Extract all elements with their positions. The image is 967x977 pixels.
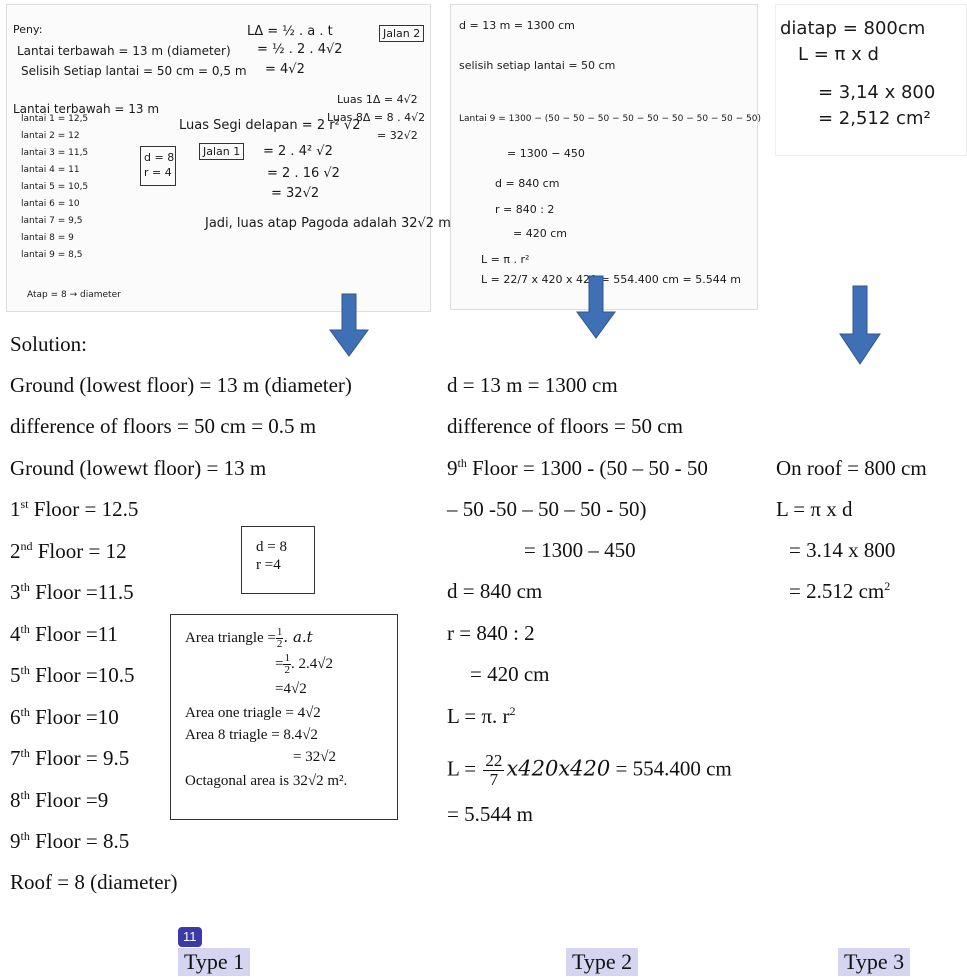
t3-calc: = 3.14 x 800 <box>789 538 896 562</box>
floor-line: 7th Floor = 9.5 <box>10 746 130 770</box>
t2-L-a: L = π. r2 <box>447 704 516 728</box>
t2-ninth-floor: 9th Floor = 1300 - (50 – 50 - 50 <box>447 456 708 480</box>
handwritten-segi-4: = 32√2 <box>271 186 320 201</box>
handwritten-r: r = 4 <box>144 166 172 179</box>
handwritten-segi-3: = 2 . 16 √2 <box>267 166 340 181</box>
t3-L: L = π x d <box>776 497 853 521</box>
difference-floors: difference of floors = 50 cm = 0.5 m <box>10 414 317 438</box>
handwritten-line: = 1300 − 450 <box>507 147 585 160</box>
handwritten-line: diatap = 800cm <box>780 18 926 39</box>
handwritten-line: lantai 8 = 9 <box>21 233 74 243</box>
dr-box: d = 8 r =4 <box>241 526 315 594</box>
t2-calc: = 1300 – 450 <box>524 538 636 562</box>
handwritten-line: Selisih Setiap lantai = 50 cm = 0,5 m <box>21 64 247 78</box>
down-arrow-icon <box>839 285 881 365</box>
handwritten-formula-3: = 4√2 <box>265 62 305 77</box>
handwritten-segi-2: = 2 . 4² √2 <box>263 144 333 159</box>
handwritten-line: Lantai terbawah = 13 m (diameter) <box>17 44 231 58</box>
handwritten-line: lantai 1 = 12,5 <box>21 114 89 124</box>
t2-r2: = 420 cm <box>470 662 550 686</box>
area-line-4: Area one triagle = 4√2 <box>185 705 321 721</box>
type3-label: Type 3 <box>838 948 911 976</box>
t3-roof: On roof = 800 cm <box>776 456 927 480</box>
area-line-3: =4√2 <box>275 681 307 697</box>
t2-difference: difference of floors = 50 cm <box>447 414 683 438</box>
handwritten-photo-type3: diatap = 800cm L = π x d = 3,14 x 800 = 2,5… <box>775 4 967 156</box>
floor-line: 3th Floor =11.5 <box>10 580 134 604</box>
t2-ninth-cont: – 50 -50 – 50 – 50 - 50) <box>447 497 647 521</box>
handwritten-line: Peny: <box>13 23 43 36</box>
handwritten-jalan1: Jalan 1 <box>199 143 245 160</box>
t2-r: r = 840 : 2 <box>447 621 535 645</box>
handwritten-line: lantai 3 = 11,5 <box>21 148 89 158</box>
handwritten-photo-type1: Peny: Lantai terbawah = 13 m (diameter) Se… <box>6 4 456 312</box>
t3-res: = 2.512 cm2 <box>789 579 891 603</box>
handwritten-line: L = 22/7 x 420 x 420 = 554.400 cm = 5.54… <box>481 273 741 286</box>
t2-d: d = 13 m = 1300 cm <box>447 373 618 397</box>
handwritten-luas-3: = 32√2 <box>377 129 418 142</box>
dr-box-r: r =4 <box>256 557 281 573</box>
handwritten-dr-box <box>140 146 176 186</box>
handwritten-photo-type2: d = 13 m = 1300 cm selisih setiap lantai … <box>450 4 761 310</box>
floor-line: 9th Floor = 8.5 <box>10 829 130 853</box>
floor-line: 1st Floor = 12.5 <box>10 497 139 521</box>
dr-box-d: d = 8 <box>256 539 287 555</box>
handwritten-luas-1: Luas 1Δ = 4√2 <box>337 93 418 106</box>
area-line-7: Octagonal area is 32√2 m². <box>185 773 348 789</box>
type1-label: Type 1 <box>178 948 251 976</box>
handwritten-line: d = 13 m = 1300 cm <box>459 19 575 32</box>
handwritten-line: = 2,512 cm² <box>818 108 931 129</box>
ground-floor: Ground (lowewt floor) = 13 m <box>10 456 267 480</box>
down-arrow-icon <box>576 275 616 339</box>
floor-line: 5th Floor =10.5 <box>10 663 135 687</box>
handwritten-line: Lantai terbawah = 13 m <box>13 102 160 116</box>
handwritten-d: d = 8 <box>144 151 175 164</box>
floor-line: 2nd Floor = 12 <box>10 538 127 563</box>
handwritten-line: lantai 7 = 9,5 <box>21 216 83 226</box>
floor-line: 6th Floor =10 <box>10 704 119 729</box>
area-line-5: Area 8 triagle = 8.4√2 <box>185 727 318 743</box>
handwritten-line: d = 840 cm <box>495 177 560 190</box>
handwritten-line: lantai 9 = 8,5 <box>21 250 83 260</box>
down-arrow-icon <box>329 293 369 357</box>
handwritten-formula-2: = ½ . 2 . 4√2 <box>257 42 343 57</box>
type2-label: Type 2 <box>566 948 639 976</box>
handwritten-line: = 3,14 x 800 <box>818 82 936 103</box>
handwritten-line: L = π . r² <box>481 253 530 266</box>
handwritten-line: Lantai 9 = 1300 − (50 − 50 − 50 − 50 − 5… <box>459 114 761 124</box>
handwritten-formula-1: LΔ = ½ . a . t <box>247 24 333 39</box>
area-line-6: = 32√2 <box>293 749 336 765</box>
handwritten-line: lantai 5 = 10,5 <box>21 182 89 192</box>
page-badge: 11 <box>178 927 202 947</box>
handwritten-conclusion: Jadi, luas atap Pagoda adalah 32√2 m² <box>205 216 457 231</box>
solution-heading: Solution: <box>10 332 88 356</box>
handwritten-line: selisih setiap lantai = 50 cm <box>459 59 616 72</box>
handwritten-segi-1: Luas Segi delapan = 2 r² √2 <box>179 118 361 133</box>
handwritten-line: L = π x d <box>798 44 879 65</box>
t2-L-c: = 5.544 m <box>447 802 533 826</box>
handwritten-line: lantai 2 = 12 <box>21 131 80 141</box>
floor-line: 4th Floor =11 <box>10 621 118 646</box>
handwritten-line: lantai 4 = 11 <box>21 165 80 175</box>
floor-line: 8th Floor =9 <box>10 787 109 812</box>
ground-diameter: Ground (lowest floor) = 13 m (diameter) <box>10 373 352 397</box>
handwritten-line: lantai 6 = 10 <box>21 199 80 209</box>
handwritten-luas-2: Luas 8Δ = 8 . 4√2 <box>327 111 426 124</box>
handwritten-jalan2: Jalan 2 <box>379 25 425 42</box>
handwritten-line: = 420 cm <box>513 227 567 240</box>
handwritten-line: r = 840 : 2 <box>495 203 555 216</box>
handwritten-line: Atap = 8 → diameter <box>27 290 121 300</box>
t2-d2: d = 840 cm <box>447 579 543 603</box>
roof-diameter: Roof = 8 (diameter) <box>10 870 178 894</box>
